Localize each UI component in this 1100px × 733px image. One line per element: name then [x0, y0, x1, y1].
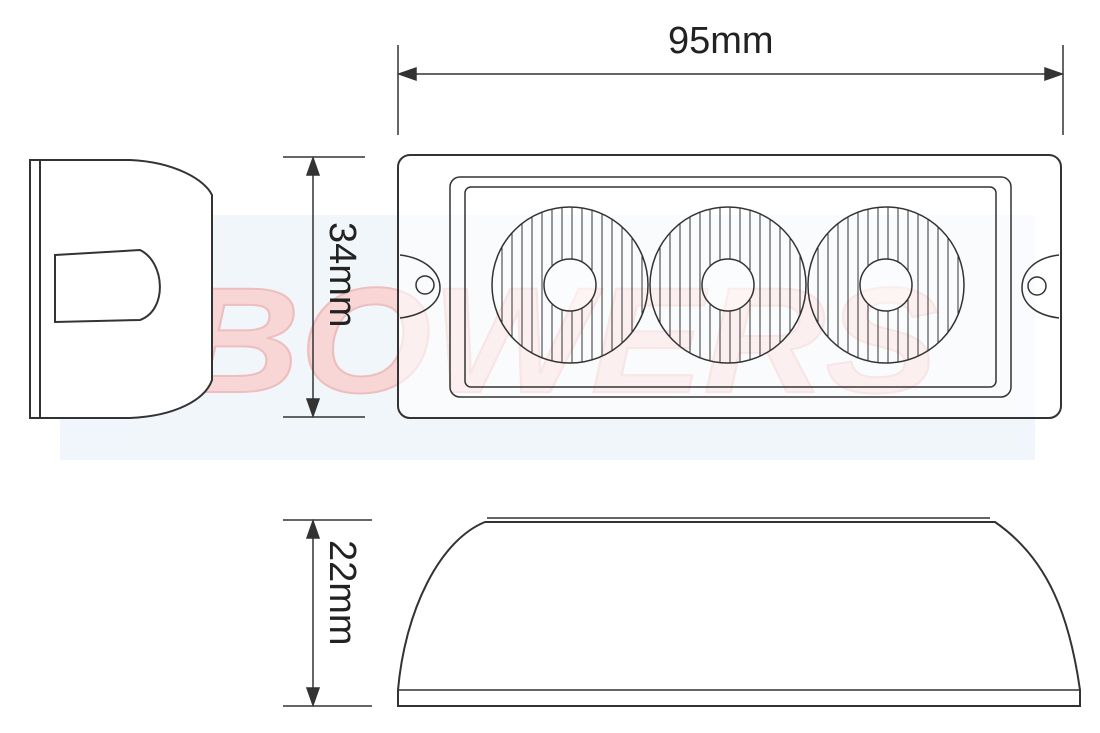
front-view-lens-window — [464, 186, 997, 388]
led-chip — [543, 258, 597, 312]
side-view-body — [29, 159, 213, 419]
led-lens-outline — [649, 206, 807, 364]
width-label: 95mm — [668, 20, 774, 62]
led-chip — [701, 258, 755, 312]
led-lens — [649, 206, 807, 364]
side-view-lens-bulge — [54, 248, 161, 324]
height-dimension — [283, 155, 365, 419]
depth-arrow-top — [305, 518, 321, 539]
led-group — [491, 206, 965, 364]
led-lens — [491, 206, 649, 364]
profile-view — [397, 517, 1081, 707]
side-view — [29, 159, 213, 419]
width-arrow-right — [1044, 66, 1065, 82]
depth-dimension — [283, 518, 372, 708]
height-label: 34mm — [321, 222, 363, 328]
depth-label: 22mm — [321, 540, 363, 646]
height-arrow-bottom — [305, 398, 321, 419]
led-lens-outline — [807, 206, 965, 364]
mounting-hole-left — [399, 254, 441, 319]
width-arrow-left — [396, 66, 417, 82]
led-chip — [859, 258, 913, 312]
led-lens — [807, 206, 965, 364]
mounting-hole-right — [1021, 254, 1060, 319]
depth-arrow-bottom — [305, 687, 321, 708]
front-view-housing — [397, 154, 1062, 419]
width-dimension — [396, 45, 1065, 135]
front-view-bezel — [449, 176, 1012, 398]
front-view — [397, 154, 1062, 419]
led-lens-outline — [491, 206, 649, 364]
profile-view-body — [397, 521, 1081, 707]
height-arrow-top — [305, 155, 321, 176]
